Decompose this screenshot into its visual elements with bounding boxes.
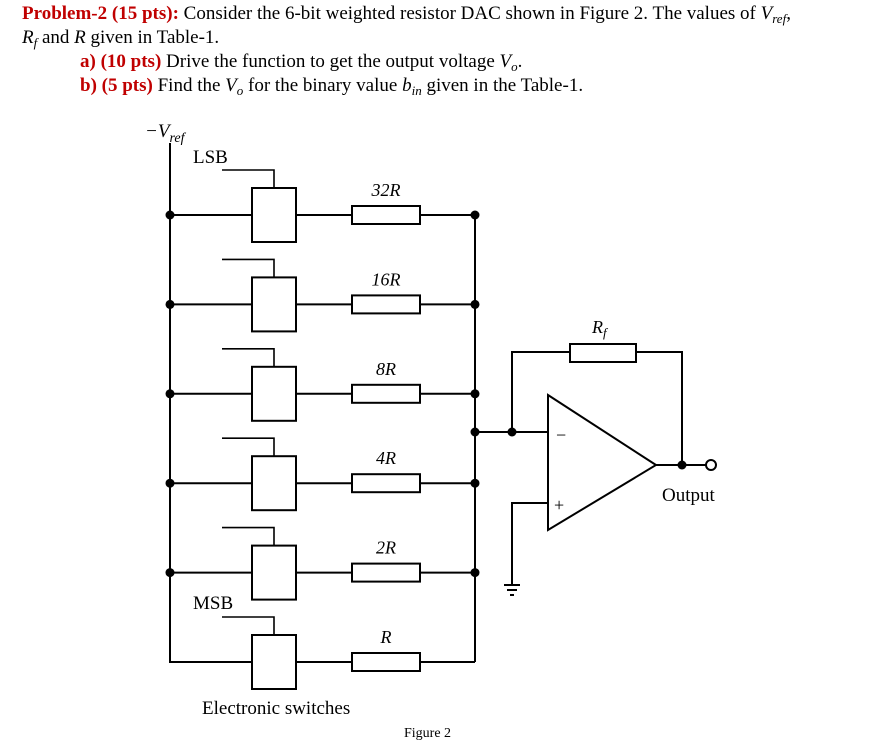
- part-b: b) (5 pts) Find the Vo for the binary va…: [22, 74, 867, 98]
- rf-label: Rf: [591, 317, 609, 340]
- lsb-label: LSB: [193, 147, 228, 168]
- vref-bus: [169, 143, 252, 663]
- feedback-wire-left: [511, 351, 570, 432]
- control-line-6: [222, 616, 275, 635]
- output-junction-dot: [677, 460, 687, 470]
- intro-text-4: given in Table-1.: [85, 27, 220, 48]
- resistor-16R: [351, 294, 421, 315]
- resistor-8R: [351, 383, 421, 404]
- electronic-switch-4: [251, 455, 297, 512]
- summing-junction-dot: [470, 427, 480, 437]
- problem-statement: Problem-2 (15 pts): Consider the 6-bit w…: [22, 2, 867, 98]
- electronic-switch-1: [251, 187, 297, 243]
- electronic-switch-2: [251, 276, 297, 333]
- bus-dot-5: [470, 568, 480, 578]
- problem-line-2: Rf and R given in Table-1.: [22, 26, 867, 50]
- part-b-text-2: for the binary value: [243, 75, 403, 96]
- switches-label: Electronic switches: [202, 698, 350, 719]
- vo-symbol: Vo: [499, 51, 518, 74]
- part-a: a) (10 pts) Drive the function to get th…: [22, 50, 867, 74]
- output-label: Output: [662, 485, 716, 506]
- vref-symbol: Vref: [760, 3, 787, 26]
- intro-text-3: and: [37, 27, 75, 48]
- intro-text-1: Consider the 6-bit weighted resistor DAC…: [178, 3, 761, 24]
- electronic-switch-5: [251, 544, 297, 601]
- msb-label: MSB: [193, 593, 233, 614]
- vref-label: −Vref: [145, 121, 187, 146]
- op-amp: [547, 393, 658, 532]
- resistor-label-3: 8R: [376, 359, 396, 379]
- bus-dot-4: [470, 478, 480, 488]
- bus-dot-3: [470, 389, 480, 399]
- resistor-32R: [351, 205, 421, 225]
- resistor-label-2: 16R: [372, 269, 401, 289]
- rf-symbol: Rf: [22, 27, 38, 50]
- bus-dot-2: [470, 299, 480, 309]
- inverting-sign: −: [556, 425, 566, 445]
- output-terminal: [705, 459, 717, 471]
- ground-icon: [504, 584, 520, 596]
- control-line-1: [222, 169, 275, 188]
- control-line-2: [222, 258, 275, 278]
- bin-symbol: bin: [402, 75, 422, 98]
- electronic-switch-3: [251, 365, 297, 422]
- control-line-3: [222, 348, 275, 367]
- noninverting-sign: +: [554, 495, 564, 515]
- electronic-switch-6: [251, 634, 297, 690]
- part-b-end: given in the Table-1.: [421, 75, 584, 96]
- resistor-label-5: 2R: [376, 538, 396, 558]
- part-b-text: Find the: [152, 75, 226, 96]
- problem-heading: Problem-2 (15 pts):: [22, 3, 179, 24]
- vo-symbol-2: Vo: [225, 75, 244, 98]
- part-b-label: b) (5 pts): [80, 75, 153, 96]
- problem-line-1: Problem-2 (15 pts): Consider the 6-bit w…: [22, 2, 867, 26]
- intro-text-2: ,: [786, 3, 791, 24]
- part-a-text: Drive the function to get the output vol…: [161, 51, 500, 72]
- resistor-label-1: 32R: [371, 180, 401, 200]
- resistor-R: [351, 652, 421, 672]
- feedback-wire-right: [636, 351, 683, 465]
- r-symbol: R: [74, 27, 86, 48]
- switch-resistor-stages: 32R 16R 8R 4R 2R R: [165, 169, 480, 690]
- figure-caption: Figure 2: [404, 726, 451, 741]
- noninverting-input-wire: [511, 502, 548, 585]
- part-a-end: .: [517, 51, 523, 72]
- resistor-label-6: R: [380, 627, 392, 647]
- resistor-label-4: 4R: [376, 448, 396, 468]
- resistor-2R: [351, 562, 421, 583]
- rf-resistor: [569, 343, 637, 363]
- resistor-4R: [351, 473, 421, 494]
- control-line-4: [222, 437, 275, 457]
- bus-dot-1: [470, 210, 480, 220]
- part-a-label: a) (10 pts): [80, 51, 162, 72]
- control-line-5: [222, 526, 275, 546]
